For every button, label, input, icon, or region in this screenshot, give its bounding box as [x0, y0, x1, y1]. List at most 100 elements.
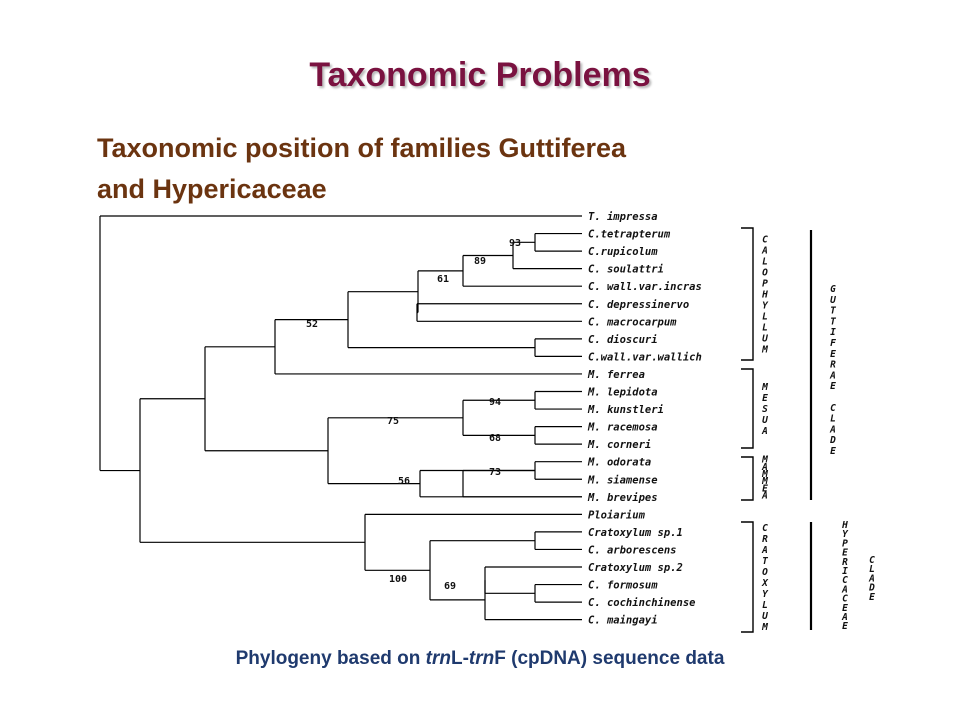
- clade-label-letter: U: [830, 295, 836, 306]
- subtitle-line-2: and Hypericaceae: [97, 174, 327, 204]
- subtitle-line-1: Taxonomic position of families Guttifere…: [97, 133, 627, 163]
- genus-label-letter: U: [762, 333, 768, 344]
- genus-label-letter: A: [761, 462, 768, 473]
- support-value: 94: [489, 397, 501, 408]
- genus-label-letter: A: [761, 245, 768, 256]
- genus-label-letter: M: [761, 476, 768, 487]
- support-value: 68: [489, 433, 501, 444]
- taxon-label: C. depressinervo: [588, 299, 689, 311]
- clade-label-letter: C: [869, 555, 875, 566]
- genus-label-letter: E: [762, 483, 768, 494]
- genus-label-letter: R: [762, 534, 768, 545]
- support-value: 69: [444, 581, 456, 592]
- clade-label-letter: E: [869, 592, 875, 603]
- genus-label-letter: M: [761, 382, 768, 393]
- taxon-label: C. formosum: [588, 580, 658, 592]
- genus-label-letter: A: [761, 545, 768, 556]
- genus-label-letter: M: [761, 455, 768, 466]
- taxon-label: C.wall.var.wallich: [588, 351, 702, 363]
- clade-label-letter: A: [829, 424, 836, 435]
- taxon-label: C. dioscuri: [588, 334, 658, 346]
- clade-label-letter: T: [830, 306, 836, 317]
- genus-label-letter: L: [762, 600, 768, 611]
- clade-label-letter: D: [829, 435, 836, 446]
- genus-bracket: [741, 227, 754, 361]
- genus-bracket: [741, 456, 754, 501]
- genus-label-letter: E: [762, 393, 768, 404]
- support-value: 61: [437, 274, 449, 285]
- genus-label-letter: T: [762, 556, 768, 567]
- genus-label-letter: O: [762, 567, 768, 578]
- genus-label-letter: A: [761, 491, 768, 502]
- taxon-label: Ploiarium: [588, 509, 646, 521]
- support-value: 52: [306, 319, 318, 330]
- clade-label-letter: E: [842, 621, 848, 632]
- clade-label-letter: A: [841, 612, 848, 623]
- slide-title: Taxonomic Problems: [309, 56, 651, 94]
- clade-label-letter: C: [842, 594, 848, 605]
- clade-label-letter: Y: [842, 529, 849, 540]
- taxon-label: M. ferrea: [587, 369, 645, 381]
- taxon-label: M. corneri: [587, 439, 651, 451]
- figure-caption: Phylogeny based on trnL-trnF (cpDNA) seq…: [0, 648, 960, 670]
- clade-label-letter: D: [868, 583, 875, 594]
- taxon-label: M. odorata: [587, 457, 651, 469]
- genus-label-letter: C: [762, 523, 768, 534]
- genus-label-letter: H: [761, 289, 768, 300]
- clade-label-letter: A: [829, 370, 836, 381]
- support-value: 89: [474, 256, 486, 267]
- taxon-label: Cratoxylum sp.1: [588, 527, 683, 539]
- support-value: 100: [389, 574, 407, 585]
- clade-label-letter: E: [842, 603, 848, 614]
- genus-label-letter: O: [762, 267, 768, 278]
- clade-label-letter: C: [830, 403, 836, 414]
- slide-subtitle: Taxonomic position of families Guttifere…: [97, 128, 857, 210]
- genus-bracket: [741, 368, 754, 449]
- clade-label-letter: L: [869, 564, 875, 575]
- genus-label-letter: P: [762, 278, 768, 289]
- support-value: 56: [398, 476, 410, 487]
- genus-label-letter: X: [761, 578, 769, 589]
- taxon-label: C.tetrapterum: [588, 229, 671, 241]
- genus-label-letter: A: [761, 426, 768, 437]
- clade-label-letter: P: [842, 538, 848, 549]
- genus-label-letter: Y: [762, 300, 769, 311]
- caption-text-2: L-: [450, 648, 469, 669]
- genus-label-letter: L: [762, 256, 768, 267]
- support-value: 73: [489, 467, 501, 478]
- clade-label-letter: G: [830, 284, 836, 295]
- clade-label-letter: I: [842, 566, 848, 577]
- taxon-label: M. lepidota: [587, 387, 658, 399]
- taxon-label: Cratoxylum sp.2: [588, 562, 683, 574]
- clade-label-letter: R: [830, 360, 836, 371]
- genus-bracket: [741, 521, 754, 633]
- genus-label-letter: C: [762, 234, 768, 245]
- clade-label-letter: E: [830, 446, 836, 457]
- taxon-label: C. maingayi: [588, 615, 658, 627]
- caption-gene-1: trn: [425, 648, 451, 669]
- genus-label-letter: S: [762, 404, 768, 415]
- caption-text-1: Phylogeny based on: [235, 648, 426, 669]
- clade-label-letter: F: [830, 338, 836, 349]
- clade-label-letter: E: [842, 548, 848, 559]
- genus-label-letter: Y: [762, 589, 769, 600]
- taxon-label: C. arborescens: [588, 544, 677, 556]
- genus-label-letter: M: [761, 469, 768, 480]
- taxon-label: C. cochinchinense: [588, 597, 695, 609]
- taxon-label: M. racemosa: [587, 422, 658, 434]
- taxon-label: C.rupicolum: [588, 246, 658, 258]
- support-value: 75: [387, 416, 399, 427]
- clade-label-letter: A: [868, 573, 875, 584]
- clade-label-letter: E: [830, 349, 836, 360]
- genus-label-letter: L: [762, 322, 768, 333]
- genus-label-letter: U: [762, 611, 768, 622]
- genus-label-letter: U: [762, 415, 768, 426]
- clade-label-letter: H: [841, 520, 848, 531]
- clade-label-letter: T: [830, 316, 836, 327]
- taxon-label: C. soulattri: [588, 264, 664, 276]
- genus-label-letter: L: [762, 311, 768, 322]
- clade-label-letter: R: [842, 557, 848, 568]
- clade-label-letter: L: [830, 414, 836, 425]
- taxon-label: C. macrocarpum: [588, 316, 677, 328]
